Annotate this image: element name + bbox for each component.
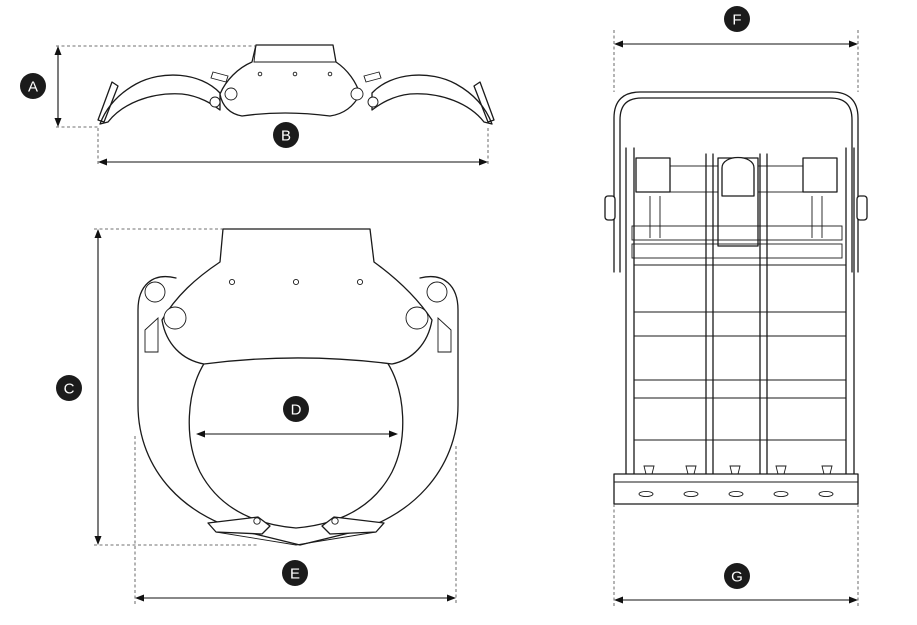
dimension-badge-c: C: [56, 375, 82, 401]
front-view-grapple: [604, 91, 868, 505]
dimension-badge-f: F: [724, 6, 750, 32]
dimension-badge-e: E: [282, 560, 308, 586]
dimension-label-b: B: [281, 128, 291, 145]
top-view-open-grapple: [97, 44, 495, 125]
dimension-label-d: D: [291, 402, 302, 419]
dimension-badge-d: D: [283, 396, 309, 422]
dimension-lines: [54, 30, 859, 606]
dimension-label-e: E: [290, 566, 300, 583]
side-view-closed-grapple: [137, 228, 459, 546]
dimension-label-g: G: [731, 569, 743, 586]
dimension-label-a: A: [28, 79, 38, 96]
dimension-badge-a: A: [20, 73, 46, 99]
dimension-label-c: C: [64, 381, 75, 398]
dimension-badge-b: B: [273, 122, 299, 148]
dimension-label-f: F: [732, 12, 741, 29]
dimension-badge-g: G: [724, 563, 750, 589]
